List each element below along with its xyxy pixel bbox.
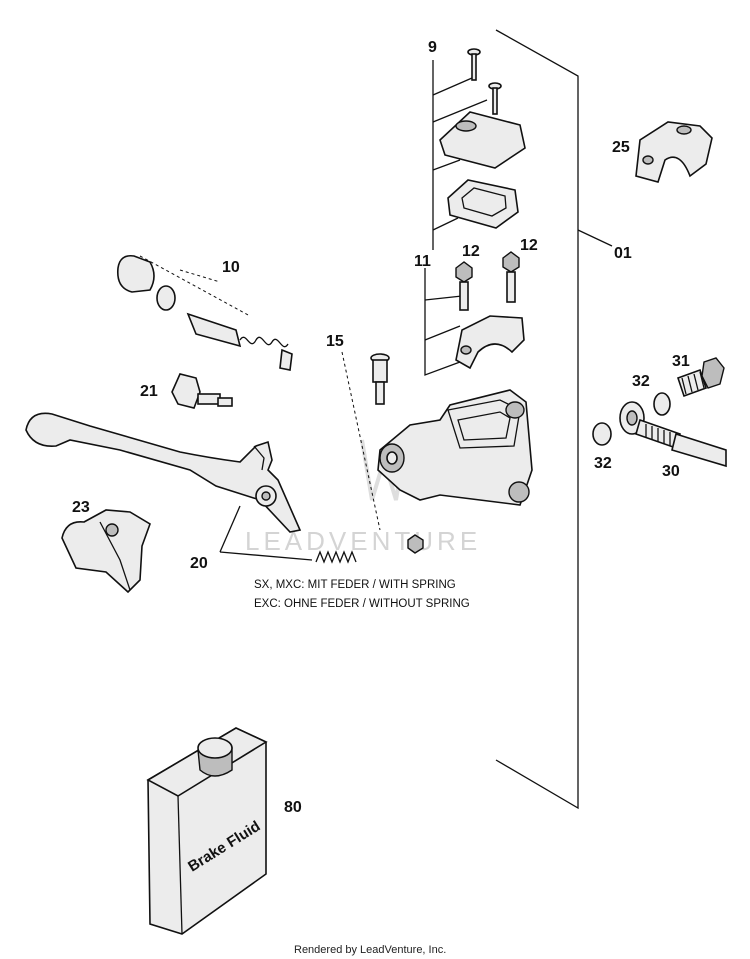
clamp-25 xyxy=(635,121,713,183)
callout-21: 21 xyxy=(140,383,158,400)
adjuster-21 xyxy=(171,373,233,409)
callout-01: 01 xyxy=(614,245,632,262)
assembly-bracket-01 xyxy=(495,29,613,810)
spring-note-line-1: SX, MXC: MIT FEDER / WITH SPRING xyxy=(254,579,456,591)
callout-32-b: 32 xyxy=(594,455,612,472)
banjo-bolt-31 xyxy=(676,357,725,398)
spring-note: SX, MXC: MIT FEDER / WITH SPRING EXC: OH… xyxy=(254,579,470,610)
watermark-text: LEADVENTURE xyxy=(245,526,481,556)
callout-12: 12 xyxy=(462,243,480,260)
spring-20 xyxy=(219,505,357,564)
clamp-bolt xyxy=(455,251,520,311)
callout-10: 10 xyxy=(222,259,240,276)
callout-25: 25 xyxy=(612,139,630,156)
master-cylinder-body xyxy=(377,389,533,506)
callout-15: 15 xyxy=(326,333,344,350)
reservoir-cover xyxy=(439,111,526,169)
cover-screw xyxy=(467,48,502,115)
hose-30 xyxy=(619,401,727,468)
callout-11: 11 xyxy=(414,253,431,270)
callout-9: 9 xyxy=(428,39,437,56)
brake-lever xyxy=(25,412,302,533)
reservoir-diaphragm xyxy=(447,179,519,229)
brake-fluid-bottle: Brake Fluid xyxy=(146,727,268,935)
callout-32: 32 xyxy=(632,373,650,390)
callout-80: 80 xyxy=(284,799,302,816)
lever-cover-23 xyxy=(61,509,151,594)
clamp-group-11 xyxy=(424,251,525,376)
callout-31: 31 xyxy=(672,353,690,370)
callout-12-b: 12 xyxy=(520,237,538,254)
pivot-bolt-15 xyxy=(341,351,424,554)
washer-32-upper xyxy=(653,392,671,416)
piston-kit-10 xyxy=(116,254,293,371)
washer-32-lower xyxy=(592,422,612,446)
footer-credit: Rendered by LeadVenture, Inc. xyxy=(294,944,446,956)
callout-labels: 9 10 11 12 12 15 20 21 23 25 01 31 32 32… xyxy=(72,39,690,816)
callout-20: 20 xyxy=(190,555,208,572)
callout-23: 23 xyxy=(72,499,90,516)
handlebar-clamp xyxy=(455,315,525,370)
callout-30: 30 xyxy=(662,463,680,480)
hose-assembly xyxy=(592,357,727,468)
bottle-cap xyxy=(197,737,233,777)
spring-note-line-2: EXC: OHNE FEDER / WITHOUT SPRING xyxy=(254,598,470,610)
cover-group-9 xyxy=(432,48,526,250)
